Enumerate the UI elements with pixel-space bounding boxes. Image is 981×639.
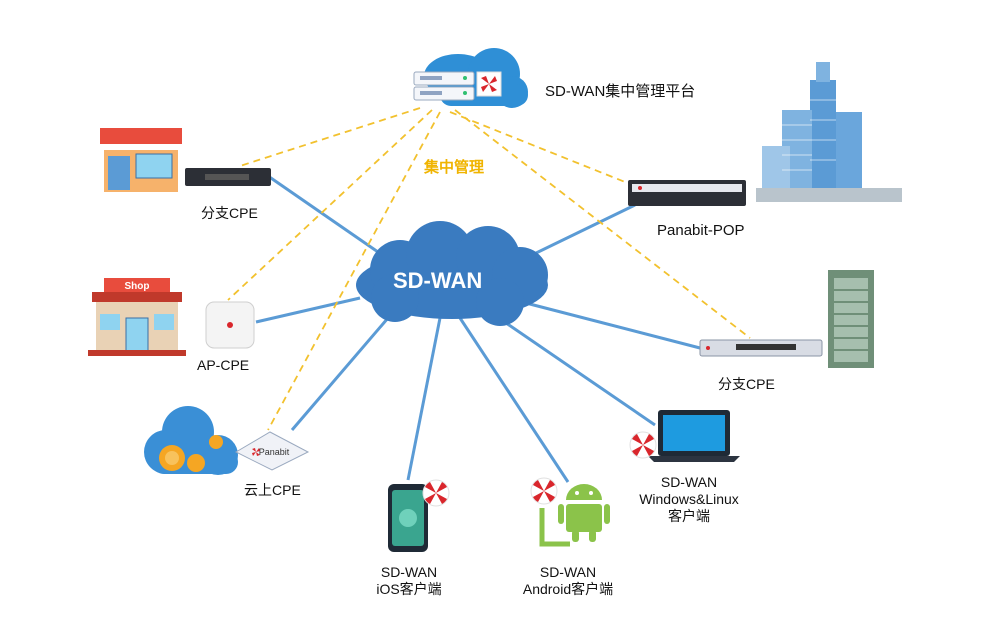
store-icon (100, 128, 182, 192)
branch-cpe-right-label: 分支CPE (718, 376, 775, 392)
link-ap-cpe (255, 296, 361, 324)
desktop-client-line2: Windows&Linux (639, 491, 739, 507)
cloud-cpe-label: 云上CPE (244, 482, 301, 498)
desktop-client-label: SD-WAN Windows&Linux 客户端 (628, 474, 750, 525)
panabit-logo-icon (476, 71, 502, 97)
management-link-label: 集中管理 (424, 159, 485, 176)
ios-client-line1: SD-WAN (380, 564, 438, 580)
skyscrapers-icon (756, 62, 902, 202)
shop-sign-text: Shop (125, 281, 150, 292)
cloud-cpe-device-icon: Panabit (234, 431, 310, 471)
desktop-client-line3: 客户端 (668, 508, 710, 524)
cloud-cpe-cloud-icon (144, 406, 238, 475)
android-icon (558, 484, 610, 542)
sdwan-links (255, 174, 701, 483)
android-client-line2: Android客户端 (522, 581, 614, 597)
sdwan-cloud (356, 221, 548, 326)
link-pop (531, 203, 636, 257)
link-desktop (489, 310, 656, 427)
shop-icon: Shop (88, 278, 186, 356)
management-links (227, 107, 751, 431)
link-branch-cpe-right (521, 300, 701, 350)
panabit-umbrella-icon-android (530, 477, 558, 505)
pop-device-icon (628, 180, 746, 206)
ios-client-line2: iOS客户端 (376, 581, 442, 597)
pop-label: Panabit-POP (657, 222, 745, 239)
tower-building-icon (828, 270, 874, 368)
link-ios (406, 317, 442, 481)
sdwan-center-label: SD-WAN (393, 268, 483, 293)
laptop-icon (648, 410, 740, 462)
branch-cpe-device-right (699, 339, 823, 357)
ios-phone-icon (388, 484, 428, 552)
desktop-client-line1: SD-WAN (660, 474, 718, 490)
link-cloud-cpe (290, 317, 390, 431)
link-branch-cpe-left (267, 174, 379, 254)
ap-cpe-label: AP-CPE (197, 357, 250, 373)
panabit-umbrella-icon-desktop (629, 431, 657, 459)
cloud-cpe-brand-text: Panabit (259, 447, 290, 457)
branch-cpe-left-label: 分支CPE (201, 205, 258, 221)
management-platform-icon (413, 48, 528, 108)
android-client-label: SD-WAN Android客户端 (512, 564, 624, 598)
link-android (458, 317, 570, 483)
android-phone-outline-icon (539, 508, 570, 547)
branch-cpe-device-left (185, 168, 271, 186)
ap-device-icon (205, 301, 255, 349)
management-platform-label: SD-WAN集中管理平台 (545, 83, 696, 100)
ios-client-label: SD-WAN iOS客户端 (366, 564, 452, 598)
panabit-umbrella-icon-ios (422, 479, 450, 507)
android-client-line1: SD-WAN (539, 564, 597, 580)
server-icon (413, 71, 475, 101)
